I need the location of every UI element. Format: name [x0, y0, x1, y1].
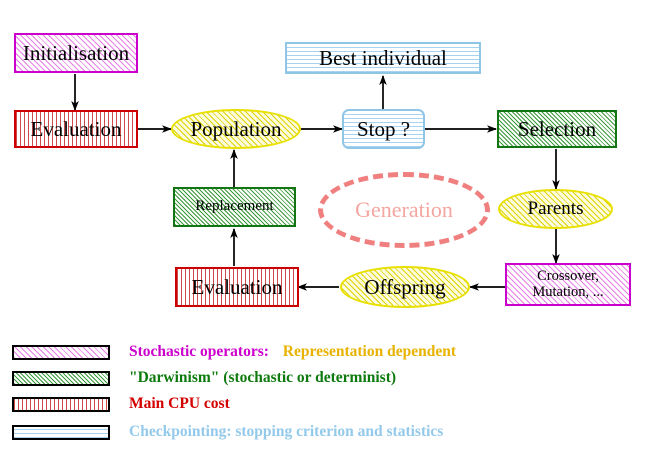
legend-swatch-blue — [12, 424, 110, 440]
node-offspring-label: Offspring — [364, 274, 446, 299]
legend-label-stochastic-operators: Stochastic operators: — [129, 343, 269, 360]
node-selection[interactable]: Selection — [497, 110, 617, 148]
node-selection-label: Selection — [517, 116, 597, 141]
legend-row-darwinism: "Darwinism" (stochastic or determinist) — [12, 366, 396, 390]
legend-swatch-green — [12, 370, 110, 386]
legend-label-darwinism: "Darwinism" (stochastic or determinist) — [129, 369, 397, 386]
node-population-label: Population — [190, 116, 282, 141]
node-stop[interactable]: Stop ? — [342, 109, 425, 149]
node-generation: Generation — [318, 172, 490, 248]
legend-swatch-red — [12, 396, 110, 412]
node-replacement-label: Replacement — [195, 198, 274, 215]
node-variation-label-line2: Mutation, ... — [532, 283, 604, 300]
node-stop-label: Stop ? — [356, 116, 411, 141]
legend-label-main-cpu-cost: Main CPU cost — [129, 395, 230, 412]
legend-row-checkpointing: Checkpointing: stopping criterion and st… — [12, 420, 443, 444]
legend-swatch-magenta — [12, 344, 110, 360]
node-generation-label: Generation — [355, 197, 453, 223]
node-parents[interactable]: Parents — [498, 189, 613, 229]
node-best-individual[interactable]: Best individual — [285, 42, 481, 74]
legend-label-representation-dependent: Representation dependent — [282, 343, 457, 360]
node-initialisation[interactable]: Initialisation — [14, 33, 138, 73]
node-offspring[interactable]: Offspring — [340, 266, 470, 308]
node-replacement[interactable]: Replacement — [173, 187, 296, 227]
node-evaluation-bottom[interactable]: Evaluation — [175, 267, 299, 307]
node-best-individual-label: Best individual — [319, 45, 447, 70]
node-evaluation-top[interactable]: Evaluation — [14, 110, 138, 148]
node-population[interactable]: Population — [171, 109, 301, 149]
legend-row-stochastic-operators: Stochastic operators: Representation dep… — [12, 340, 456, 364]
node-initialisation-label: Initialisation — [22, 40, 130, 65]
node-evaluation-bottom-label: Evaluation — [191, 274, 283, 299]
node-variation[interactable]: Crossover, Mutation, ... — [505, 263, 631, 306]
node-evaluation-top-label: Evaluation — [30, 116, 122, 141]
legend-label-checkpointing: Checkpointing: stopping criterion and st… — [129, 423, 444, 440]
node-variation-label-line1: Crossover, — [537, 268, 599, 285]
legend-row-main-cpu-cost: Main CPU cost — [12, 392, 230, 416]
node-parents-label: Parents — [527, 198, 584, 220]
